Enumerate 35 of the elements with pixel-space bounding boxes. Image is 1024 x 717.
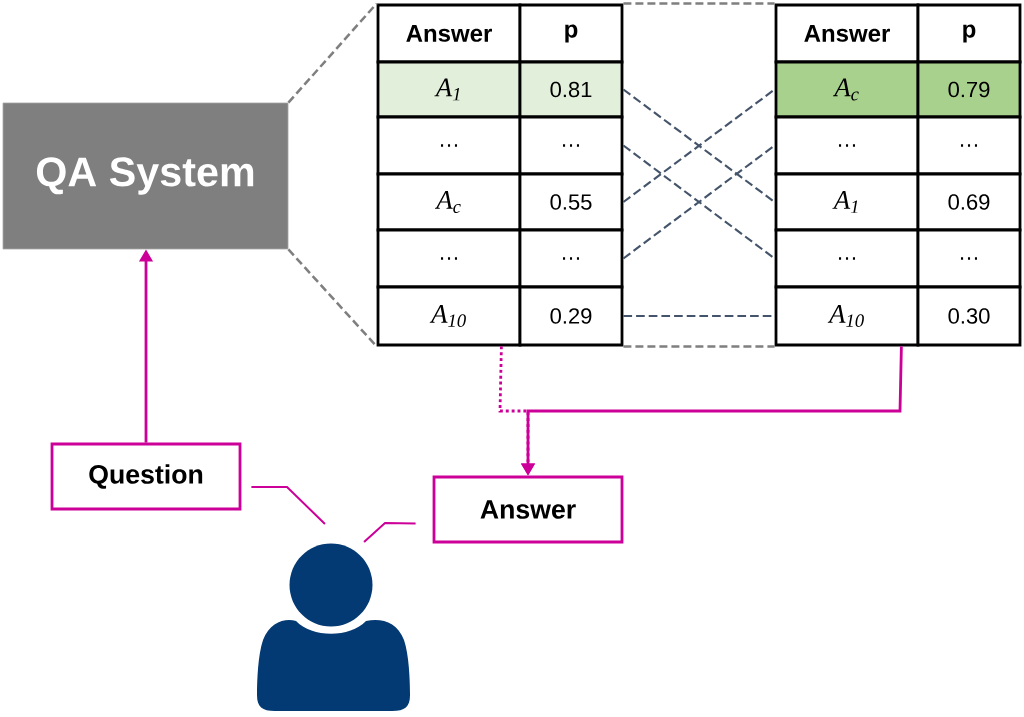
table-cell: … — [774, 228, 920, 289]
dashed-cross — [622, 88, 776, 203]
table-cell: 0.81 — [518, 60, 624, 119]
text-box: Question — [50, 442, 242, 511]
table-cell: … — [916, 115, 1022, 176]
dashed-line — [623, 2, 775, 5]
header-cell: p — [518, 3, 624, 64]
text-box: Answer — [432, 475, 624, 544]
table-cell: A$_{1}$ — [774, 172, 920, 232]
person-icon — [257, 543, 410, 711]
table-cell: 0.79 — [916, 60, 1022, 119]
leader-line — [250, 486, 326, 525]
table-cell: A$_{c}$ — [376, 172, 522, 232]
table-cell: 0.69 — [916, 172, 1022, 232]
process-box: QA System — [2, 102, 289, 250]
table-cell: … — [774, 115, 920, 176]
table-cell: 0.55 — [518, 172, 624, 232]
table-cell: … — [916, 228, 1022, 289]
table-cell: … — [518, 115, 624, 176]
table-cell: A$_{1}$ — [376, 60, 522, 119]
header-cell: Answer — [376, 3, 522, 64]
table-cell: 0.29 — [518, 285, 624, 347]
table-cell: … — [518, 228, 624, 289]
zoom-line — [287, 248, 378, 348]
table-cell: … — [376, 115, 522, 176]
header-cell: p — [916, 3, 1022, 64]
table-cell: A$_{10}$ — [774, 285, 920, 347]
table-cell: A$_{c}$ — [774, 60, 920, 119]
table-cell: 0.30 — [916, 285, 1022, 347]
dashed-line — [623, 345, 775, 348]
dashed-cross — [622, 144, 776, 260]
table-cell: A$_{10}$ — [376, 285, 522, 347]
header-cell: Answer — [774, 3, 920, 64]
table-cell: … — [376, 228, 522, 289]
leader-line — [363, 522, 417, 543]
